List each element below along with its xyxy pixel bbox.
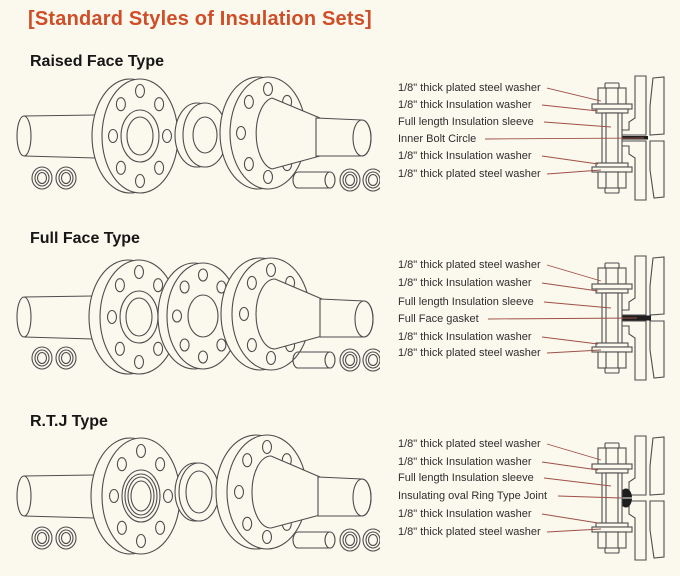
part-label: 1/8" thick plated steel washer <box>398 347 541 359</box>
part-label: 1/8" thick plated steel washer <box>398 438 541 450</box>
part-label: 1/8" thick plated steel washer <box>398 168 541 180</box>
part-label: 1/8" thick Insulation washer <box>398 331 532 343</box>
full-face-bolt-detail-drawing <box>487 255 665 381</box>
part-label: 1/8" thick Insulation washer <box>398 277 532 289</box>
part-label: 1/8" thick Insulation washer <box>398 508 532 520</box>
raised-face-assembly-drawing <box>16 76 380 194</box>
part-label: 1/8" thick plated steel washer <box>398 259 541 271</box>
part-label: 1/8" thick Insulation washer <box>398 150 532 162</box>
rtj-bolt-detail-drawing <box>541 435 665 561</box>
part-label: Full Face gasket <box>398 313 479 325</box>
section-heading: Raised Face Type <box>30 53 164 70</box>
part-label: 1/8" thick plated steel washer <box>398 82 541 94</box>
part-label: 1/8" thick Insulation washer <box>398 456 532 468</box>
page-title: [Standard Styles of Insulation Sets] <box>28 8 372 30</box>
raised-face-bolt-detail-drawing <box>484 75 665 201</box>
part-label: Inner Bolt Circle <box>398 133 477 145</box>
part-label: 1/8" thick plated steel washer <box>398 526 541 538</box>
part-label: Full length Insulation sleeve <box>398 296 534 308</box>
section-heading: Full Face Type <box>30 230 140 247</box>
part-label: Full length Insulation sleeve <box>398 472 534 484</box>
rtj-assembly-drawing <box>16 434 380 555</box>
section-heading: R.T.J Type <box>30 413 108 430</box>
part-label: 1/8" thick Insulation washer <box>398 99 532 111</box>
part-label: Full length Insulation sleeve <box>398 116 534 128</box>
full-face-assembly-drawing <box>16 257 380 375</box>
part-label: Insulating oval Ring Type Joint <box>398 490 547 502</box>
